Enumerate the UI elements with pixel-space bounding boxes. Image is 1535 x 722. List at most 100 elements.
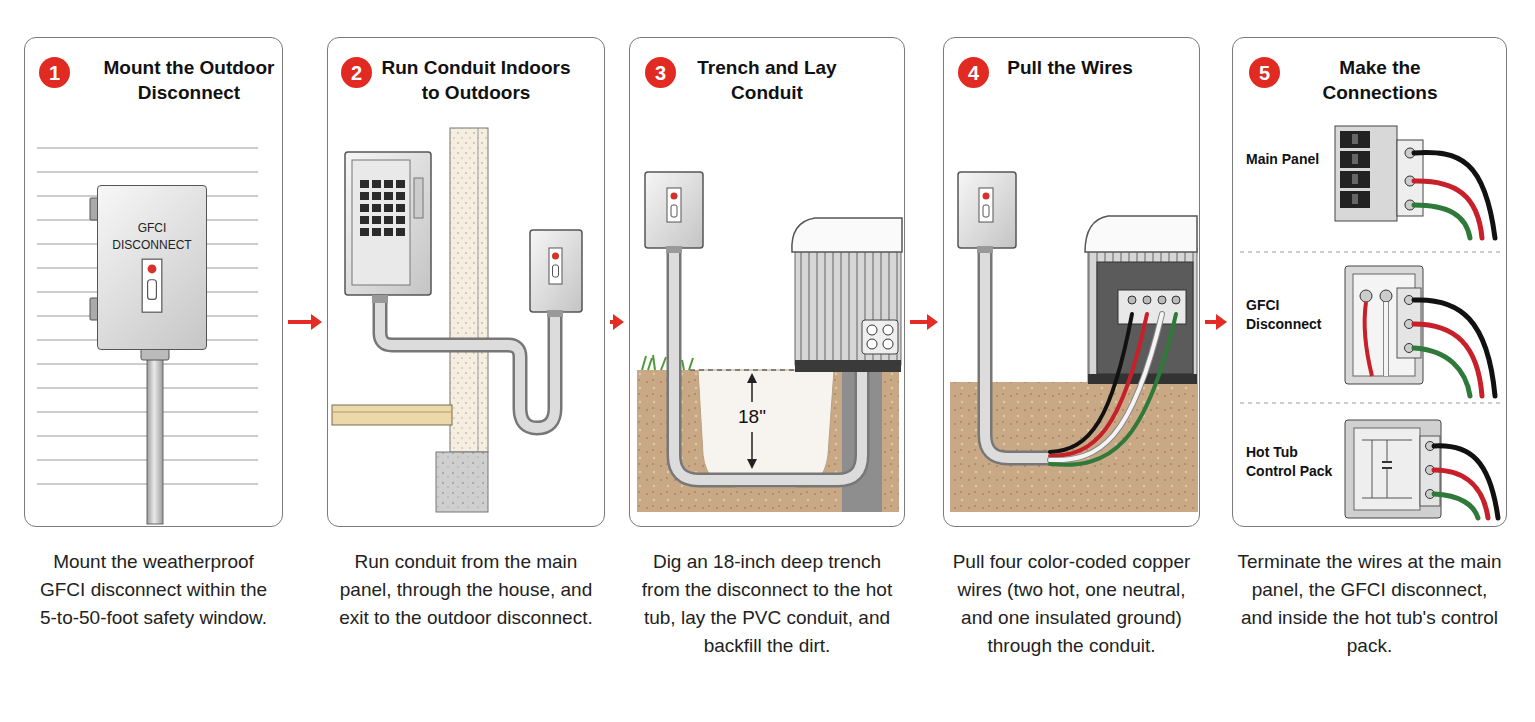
gfci-wires-part bbox=[1414, 324, 1482, 396]
main-panel-box-part bbox=[359, 178, 405, 238]
hot-tub-open-part bbox=[1088, 248, 1197, 382]
panel-frame bbox=[629, 37, 905, 527]
breaker-wires-part bbox=[1414, 153, 1495, 238]
small-disconnect-part bbox=[645, 172, 703, 248]
step-caption: Dig an 18-inch deep trench from the disc… bbox=[634, 548, 900, 660]
siding-lines-part bbox=[37, 147, 258, 148]
small-disconnect-part bbox=[958, 172, 1016, 248]
pulled-wires-part bbox=[1050, 314, 1147, 456]
siding-lines-part bbox=[37, 171, 258, 172]
step-caption: Mount the weatherproof GFCI disconnect w… bbox=[29, 548, 278, 632]
gfci-detail bbox=[1345, 266, 1423, 384]
step-arrow bbox=[910, 314, 938, 330]
step-number-text: 3 bbox=[655, 63, 666, 83]
step-heading: Trench and Lay Conduit bbox=[682, 55, 852, 105]
step-number-text: 5 bbox=[1259, 63, 1270, 83]
small-disconnect bbox=[530, 230, 582, 317]
hot-tub-part bbox=[883, 339, 893, 349]
control-pack-detail-part bbox=[1345, 420, 1441, 518]
hot-tub-open-part bbox=[1143, 296, 1151, 304]
house-wall-part bbox=[332, 412, 452, 413]
conduit-riser-part bbox=[147, 358, 163, 524]
wire-conduit bbox=[985, 250, 1052, 458]
house-wall-part bbox=[478, 128, 479, 452]
gfci-detail-part bbox=[1345, 266, 1423, 384]
breaker-detail-part bbox=[1340, 191, 1370, 208]
breaker-detail-part bbox=[1340, 151, 1370, 168]
breaker-detail-part bbox=[1352, 174, 1358, 184]
step-heading: Mount the Outdoor Disconnect bbox=[94, 55, 284, 105]
house-wall-part bbox=[450, 128, 488, 452]
arrow-shaft bbox=[910, 320, 928, 324]
step-arrow bbox=[610, 314, 624, 330]
small-disconnect bbox=[645, 172, 703, 253]
small-disconnect-part bbox=[983, 205, 989, 217]
arrow-head bbox=[613, 314, 624, 330]
hot-tub-part bbox=[862, 320, 898, 354]
hot-tub-open-part bbox=[1128, 296, 1136, 304]
hot-tub-part bbox=[795, 245, 901, 365]
control-pack-detail-part bbox=[1372, 440, 1373, 498]
breaker-wires-part bbox=[1414, 181, 1482, 238]
breaker-detail-part bbox=[1352, 154, 1358, 164]
small-disconnect-part bbox=[667, 188, 681, 222]
gfci-wires-part bbox=[1414, 348, 1470, 396]
step-number-text: 4 bbox=[968, 63, 979, 83]
section-label: GFCI Disconnect bbox=[1246, 296, 1341, 334]
conduit-run-part bbox=[380, 303, 555, 428]
breaker-wires bbox=[1414, 153, 1495, 238]
gfci-wires-part bbox=[1414, 300, 1495, 396]
control-pack-wires bbox=[1434, 446, 1498, 518]
depth-dimension-part bbox=[747, 459, 757, 469]
step-heading: Make the Connections bbox=[1295, 55, 1465, 105]
gfci-detail-part bbox=[1383, 302, 1389, 376]
small-disconnect-part bbox=[553, 265, 559, 277]
switch-art bbox=[98, 186, 206, 349]
hot-tub-open-part bbox=[1158, 296, 1166, 304]
step-arrow bbox=[1205, 314, 1227, 330]
step-heading: Run Conduit Indoors to Outdoors bbox=[376, 55, 576, 105]
main-panel-box-part bbox=[345, 152, 431, 295]
small-disconnect-part bbox=[530, 230, 582, 312]
main-panel-box-part bbox=[352, 160, 410, 285]
house-wall-part bbox=[436, 452, 488, 512]
step-caption: Terminate the wires at the main panel, t… bbox=[1237, 548, 1502, 660]
section-label: Hot Tub Control Pack bbox=[1246, 443, 1342, 481]
step-caption: Pull four color-coded copper wires (two … bbox=[948, 548, 1195, 660]
pulled-wires-part bbox=[1050, 314, 1162, 460]
ground-section-part bbox=[698, 370, 834, 488]
panel-frame bbox=[327, 37, 605, 527]
breaker-wires-part bbox=[1414, 205, 1470, 238]
wire-conduit-part bbox=[985, 250, 1052, 458]
gfci-detail-part bbox=[1384, 302, 1388, 376]
hot-tub-part bbox=[867, 339, 877, 349]
gfci-detail-part bbox=[1380, 290, 1392, 302]
step-number: 4 bbox=[958, 57, 989, 88]
hot-tub-open-part bbox=[1085, 216, 1197, 252]
arrow-shaft bbox=[288, 320, 312, 324]
step-number: 3 bbox=[645, 57, 676, 88]
step-number: 2 bbox=[341, 57, 372, 88]
step-panel: Make the ConnectionsTerminate the wires … bbox=[1232, 37, 1507, 697]
switch-lever bbox=[148, 280, 157, 300]
step-panel: Run Conduit Indoors to OutdoorsRun condu… bbox=[327, 37, 605, 697]
section-dividers-part bbox=[1240, 402, 1500, 403]
hot-tub-part bbox=[795, 360, 901, 372]
box-label: GFCI DISCONNECT bbox=[108, 220, 196, 254]
pulled-wires bbox=[1050, 314, 1176, 465]
small-disconnect-part bbox=[671, 193, 678, 200]
house-wall-part bbox=[332, 405, 452, 425]
step-caption: Run conduit from the main panel, through… bbox=[332, 548, 600, 632]
control-pack-wires-part bbox=[1434, 494, 1478, 518]
pulled-wires-part bbox=[1050, 314, 1176, 465]
main-panel-box-part bbox=[414, 178, 423, 218]
main-panel-box-part bbox=[372, 295, 388, 303]
breaker-detail-part bbox=[1352, 194, 1358, 204]
control-pack-detail-part bbox=[1354, 428, 1420, 510]
small-disconnect-part bbox=[671, 205, 677, 217]
step-panel: Pull the WiresPull four color-coded copp… bbox=[943, 37, 1200, 697]
step-panel: Mount the Outdoor DisconnectMount the we… bbox=[24, 37, 283, 697]
step-heading: Pull the Wires bbox=[1005, 55, 1135, 80]
step-arrow bbox=[288, 314, 322, 330]
conduit-run-part bbox=[380, 303, 555, 428]
